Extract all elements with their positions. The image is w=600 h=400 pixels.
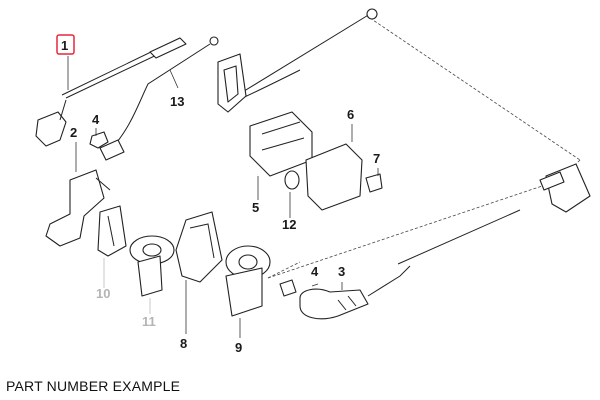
- battery-cable[interactable]: [35, 37, 187, 147]
- small-clip[interactable]: [365, 173, 383, 193]
- label-12[interactable]: 12: [282, 217, 296, 232]
- nut-lower[interactable]: [279, 279, 297, 297]
- main-cable[interactable]: [235, 8, 378, 101]
- label-highlight-box: [56, 34, 75, 55]
- small-grommet[interactable]: [284, 170, 300, 190]
- assembly-guide-lines: [267, 17, 581, 279]
- label-13[interactable]: 13: [170, 94, 184, 109]
- label-3[interactable]: 3: [338, 264, 345, 279]
- label-8[interactable]: 8: [180, 336, 187, 351]
- terminal-bracket[interactable]: [45, 169, 111, 247]
- caption: PART NUMBER EXAMPLE: [6, 378, 181, 394]
- label-7[interactable]: 7: [373, 151, 380, 166]
- nut-upper[interactable]: [89, 131, 109, 149]
- junction-block[interactable]: [249, 111, 313, 177]
- housing-bracket[interactable]: [175, 211, 223, 283]
- cover-cap[interactable]: [305, 143, 363, 211]
- label-11[interactable]: 11: [142, 314, 156, 329]
- ground-cable[interactable]: [99, 36, 219, 161]
- label-1[interactable]: 1: [61, 38, 68, 53]
- cover-boot[interactable]: [225, 245, 271, 317]
- label-4-lower[interactable]: 4: [311, 264, 319, 279]
- clip-part[interactable]: [97, 205, 127, 257]
- bellows-cable[interactable]: [299, 265, 411, 320]
- cable-grommet[interactable]: [217, 53, 247, 113]
- oval-holder[interactable]: [129, 235, 175, 297]
- label-6[interactable]: 6: [347, 107, 354, 122]
- label-5[interactable]: 5: [252, 200, 259, 215]
- label-4-upper[interactable]: 4: [92, 112, 100, 127]
- leader-lines: [67, 56, 379, 338]
- label-2[interactable]: 2: [70, 125, 77, 140]
- callout-labels: 1 2 3 4 4 5 6 7 8 9 10 11 12 13: [61, 38, 380, 355]
- label-9[interactable]: 9: [235, 340, 242, 355]
- right-connector[interactable]: [397, 163, 591, 265]
- label-10[interactable]: 10: [96, 286, 110, 301]
